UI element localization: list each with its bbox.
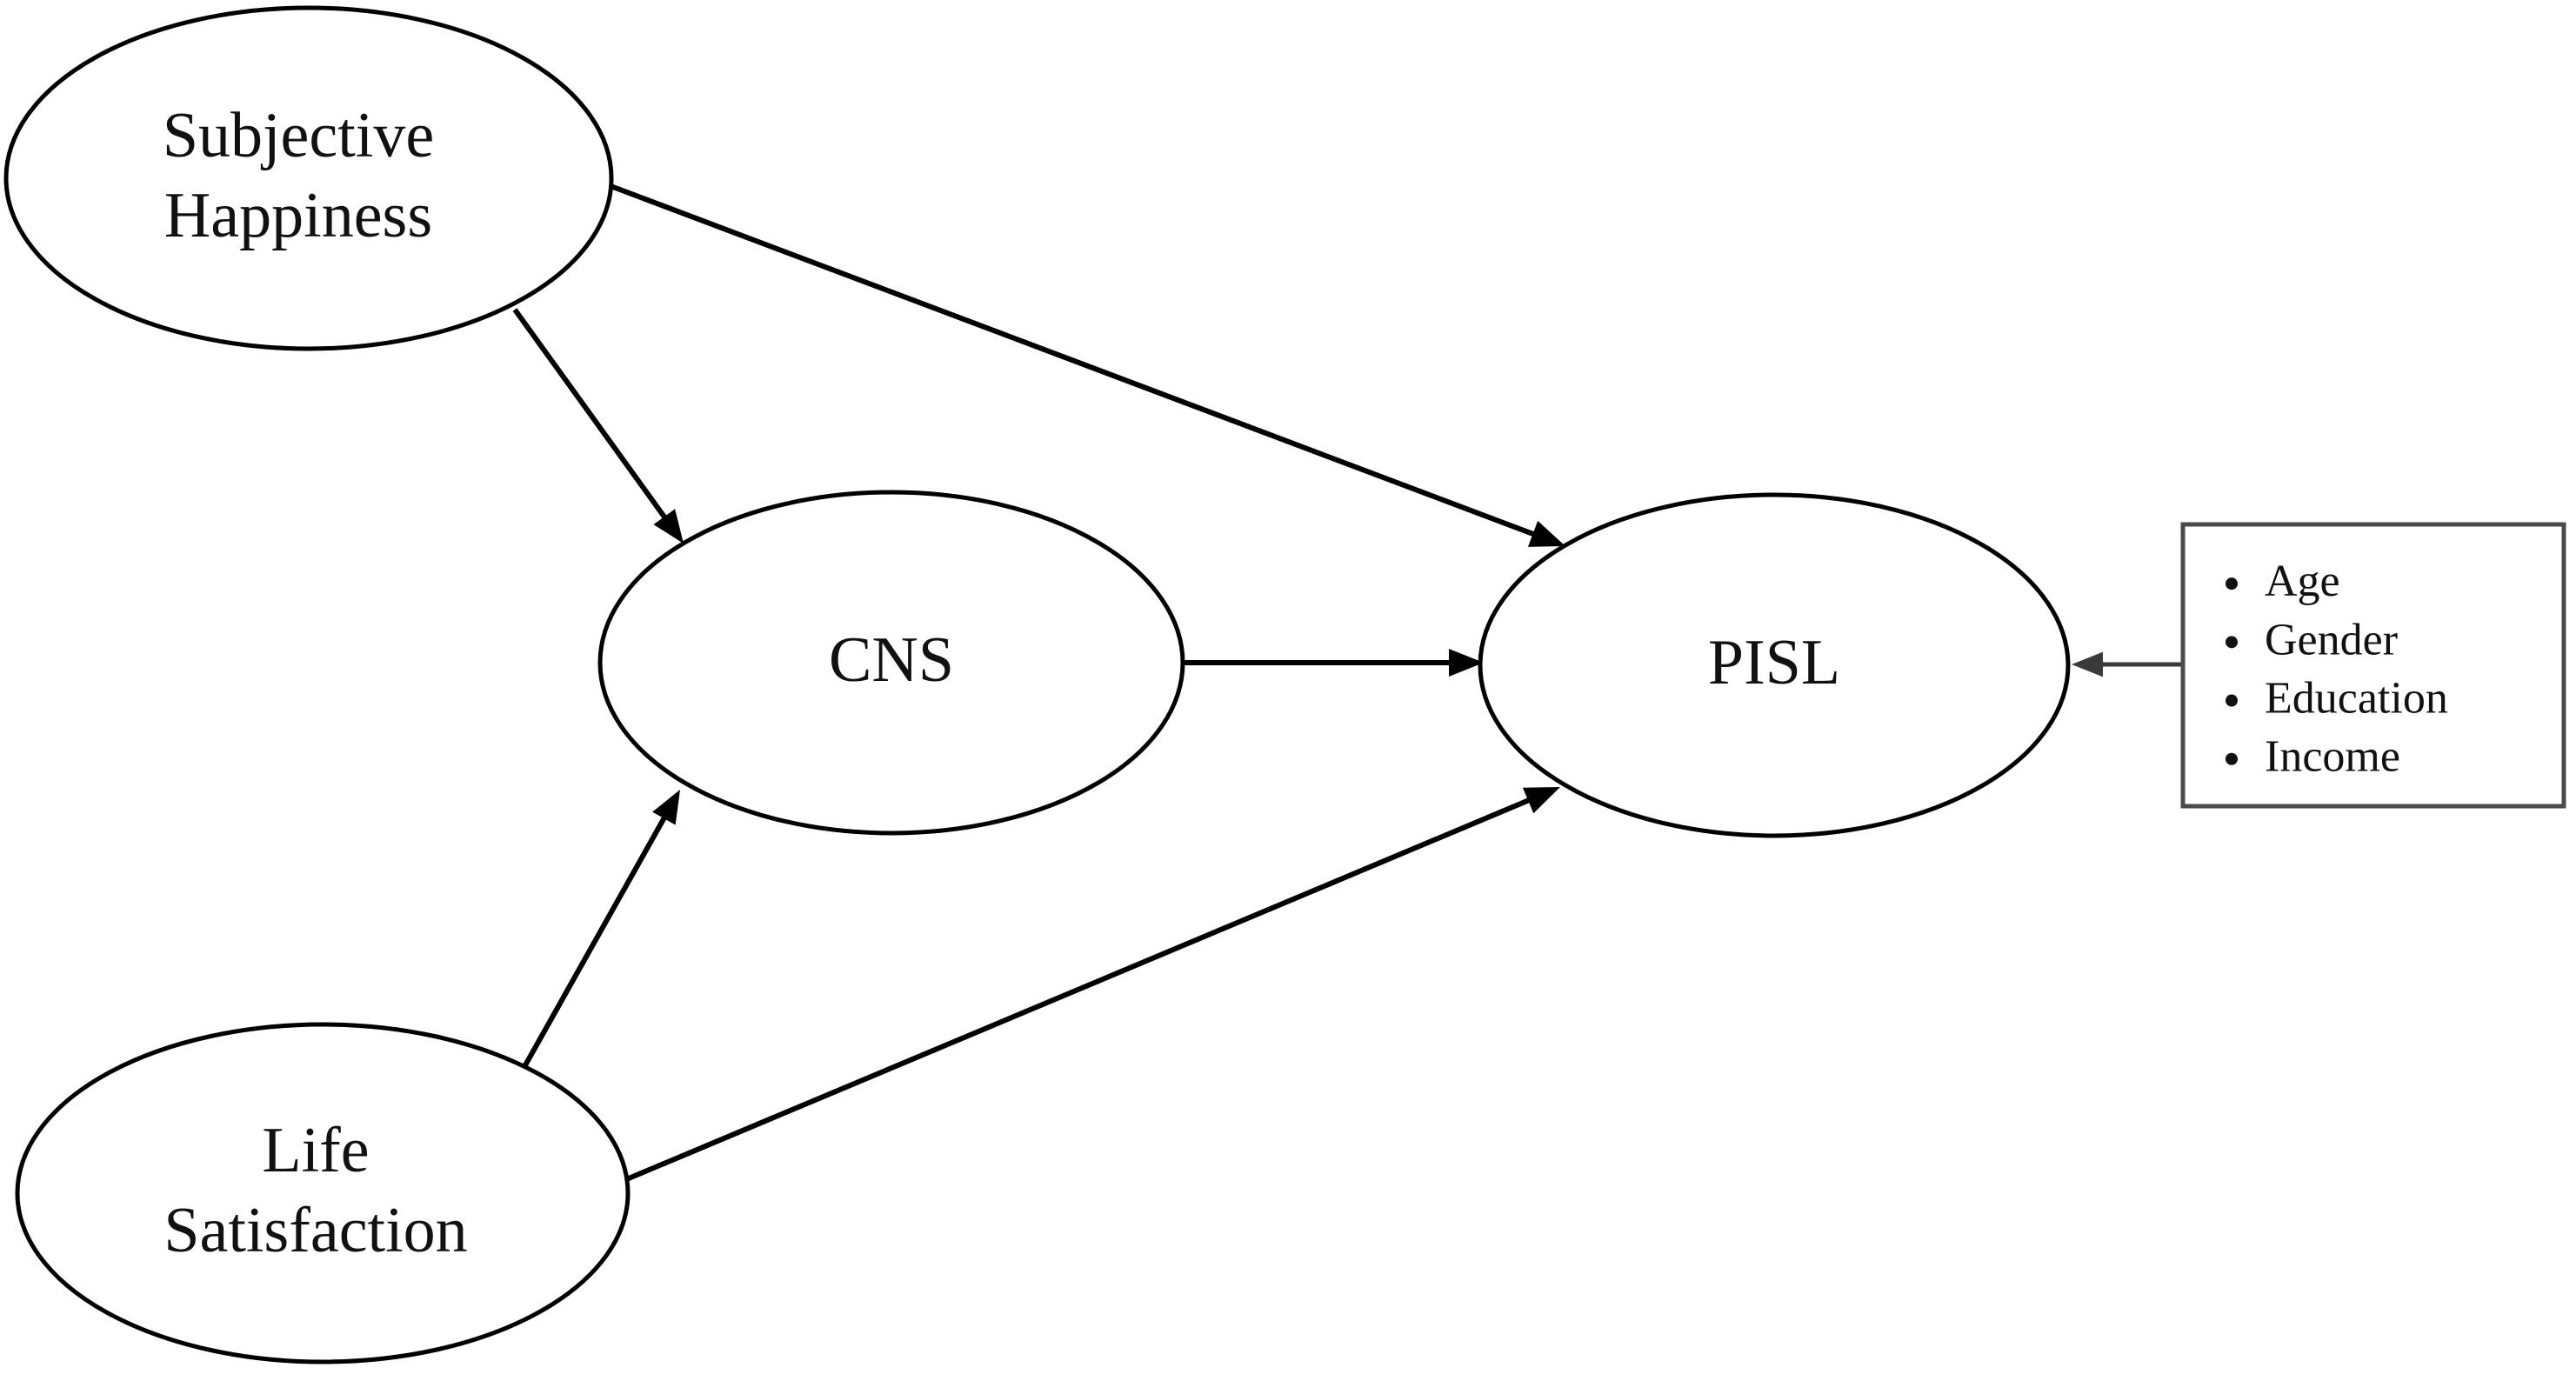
node-label-cns: CNS bbox=[829, 624, 954, 696]
node-subjective-happiness[interactable]: Subjective Happiness bbox=[3, 5, 614, 351]
arrowhead-cns-to-pisl bbox=[1449, 649, 1484, 677]
covariate-bullet-icon bbox=[2226, 752, 2238, 765]
arrowhead-ls-to-pisl bbox=[1522, 787, 1560, 814]
edge-line-sh-to-pisl bbox=[604, 182, 1538, 538]
edge-line-ls-to-pisl bbox=[600, 797, 1532, 1192]
node-cns[interactable]: CNS bbox=[597, 490, 1185, 836]
covariate-bullet-icon bbox=[2226, 636, 2238, 649]
node-label-pisl: PISL bbox=[1708, 627, 1840, 698]
edge-covariates-to-pisl bbox=[2072, 651, 2183, 677]
edge-life-satisfaction-to-cns bbox=[519, 790, 680, 1073]
edge-line-sh-to-cns bbox=[512, 308, 669, 522]
node-pisl[interactable]: PISL bbox=[1478, 492, 2071, 838]
covariates-box-border[interactable] bbox=[2180, 522, 2566, 809]
ellipse-life-satisfaction[interactable] bbox=[15, 1022, 631, 1364]
node-label-subjective-happiness-line2: Happiness bbox=[164, 180, 432, 251]
covariate-bullet-icon bbox=[2226, 577, 2238, 590]
covariate-bullet-icon bbox=[2226, 694, 2238, 707]
edge-cns-to-pisl bbox=[1185, 649, 1484, 677]
arrowhead-sh-to-pisl bbox=[1527, 520, 1565, 547]
covariate-item-label: Education bbox=[2265, 673, 2448, 723]
node-life-satisfaction[interactable]: Life Satisfaction bbox=[15, 1022, 631, 1364]
edge-life-satisfaction-to-pisl bbox=[600, 787, 1560, 1192]
arrowhead-covariates-to-pisl bbox=[2072, 651, 2103, 677]
ellipse-cns[interactable] bbox=[597, 490, 1185, 836]
covariate-item-label: Gender bbox=[2265, 615, 2398, 664]
arrowhead-sh-to-cns bbox=[653, 509, 684, 544]
edge-subjective-happiness-to-pisl bbox=[604, 182, 1565, 547]
covariate-item-label: Age bbox=[2265, 557, 2340, 606]
ellipse-pisl[interactable] bbox=[1478, 492, 2071, 838]
arrowhead-ls-to-cns bbox=[652, 790, 680, 825]
edge-line-ls-to-cns bbox=[519, 814, 668, 1073]
ellipse-subjective-happiness[interactable] bbox=[3, 5, 614, 351]
node-label-life-satisfaction-line2: Satisfaction bbox=[164, 1195, 467, 1266]
covariate-item-label: Income bbox=[2265, 732, 2400, 782]
node-label-subjective-happiness-line1: Subjective bbox=[163, 100, 434, 171]
node-label-life-satisfaction-line1: Life bbox=[262, 1115, 369, 1186]
edge-subjective-happiness-to-cns bbox=[512, 308, 684, 544]
